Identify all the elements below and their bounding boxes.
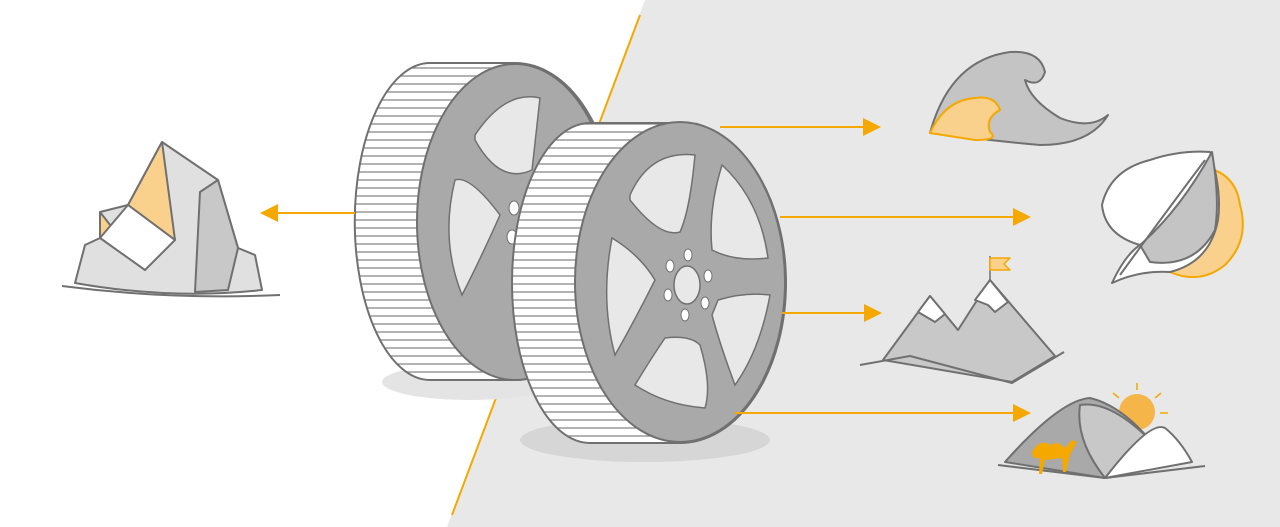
monstera-leaf-icon	[1101, 150, 1244, 284]
camel-icon	[1032, 440, 1077, 474]
iceberg-icon	[61, 141, 281, 298]
arrow-to-desert	[735, 404, 1031, 422]
arrow-to-leaf	[780, 208, 1031, 226]
front-tire	[511, 121, 787, 444]
arrow-to-iceberg	[260, 204, 355, 222]
arrow-to-wave	[720, 118, 881, 136]
desert-icon	[997, 383, 1206, 479]
flag-icon	[989, 257, 1011, 271]
mountains-icon	[859, 256, 1065, 384]
wave-icon	[929, 50, 1109, 146]
arrow-to-mountains	[782, 304, 882, 322]
